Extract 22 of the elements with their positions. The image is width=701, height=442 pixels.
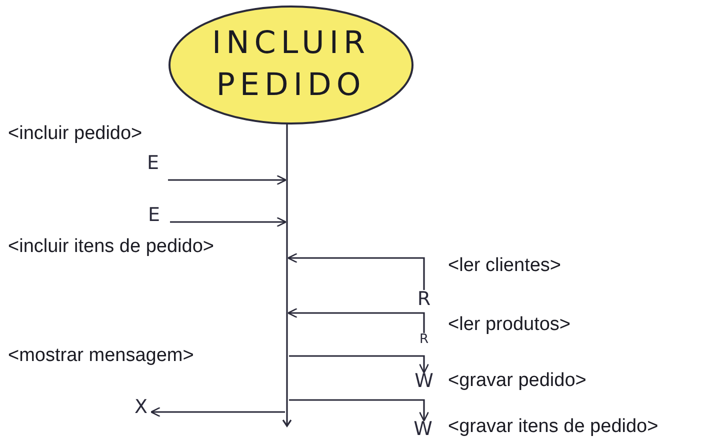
- flow-arrow: [289, 355, 430, 374]
- flow-arrow: [289, 399, 430, 422]
- movement-type-letter: W: [414, 372, 434, 391]
- flow-arrow: [170, 216, 287, 228]
- flow-arrow: [287, 308, 425, 333]
- data-movement-label: <gravar pedido>: [448, 370, 586, 392]
- data-movement-label: <gravar itens de pedido>: [448, 416, 658, 438]
- movement-type-letter: R: [418, 333, 430, 346]
- movement-type-letter: E: [146, 154, 160, 173]
- movement-type-letter: X: [133, 398, 149, 417]
- data-movement-label: <incluir itens de pedido>: [8, 236, 214, 258]
- data-movement-label: <ler produtos>: [448, 314, 571, 336]
- movement-type-letter: E: [146, 206, 161, 225]
- data-movement-label: <incluir pedido>: [8, 123, 142, 145]
- movement-type-letter: R: [416, 290, 432, 309]
- process-title: INCLUIR PEDIDO: [210, 24, 372, 105]
- data-movement-label: <ler clientes>: [448, 255, 562, 277]
- data-movement-label: <mostrar mensagem>: [8, 345, 194, 367]
- flow-arrow: [150, 406, 285, 418]
- flow-arrow: [168, 174, 287, 186]
- flow-arrow: [287, 252, 425, 290]
- movement-type-letter: W: [412, 420, 434, 439]
